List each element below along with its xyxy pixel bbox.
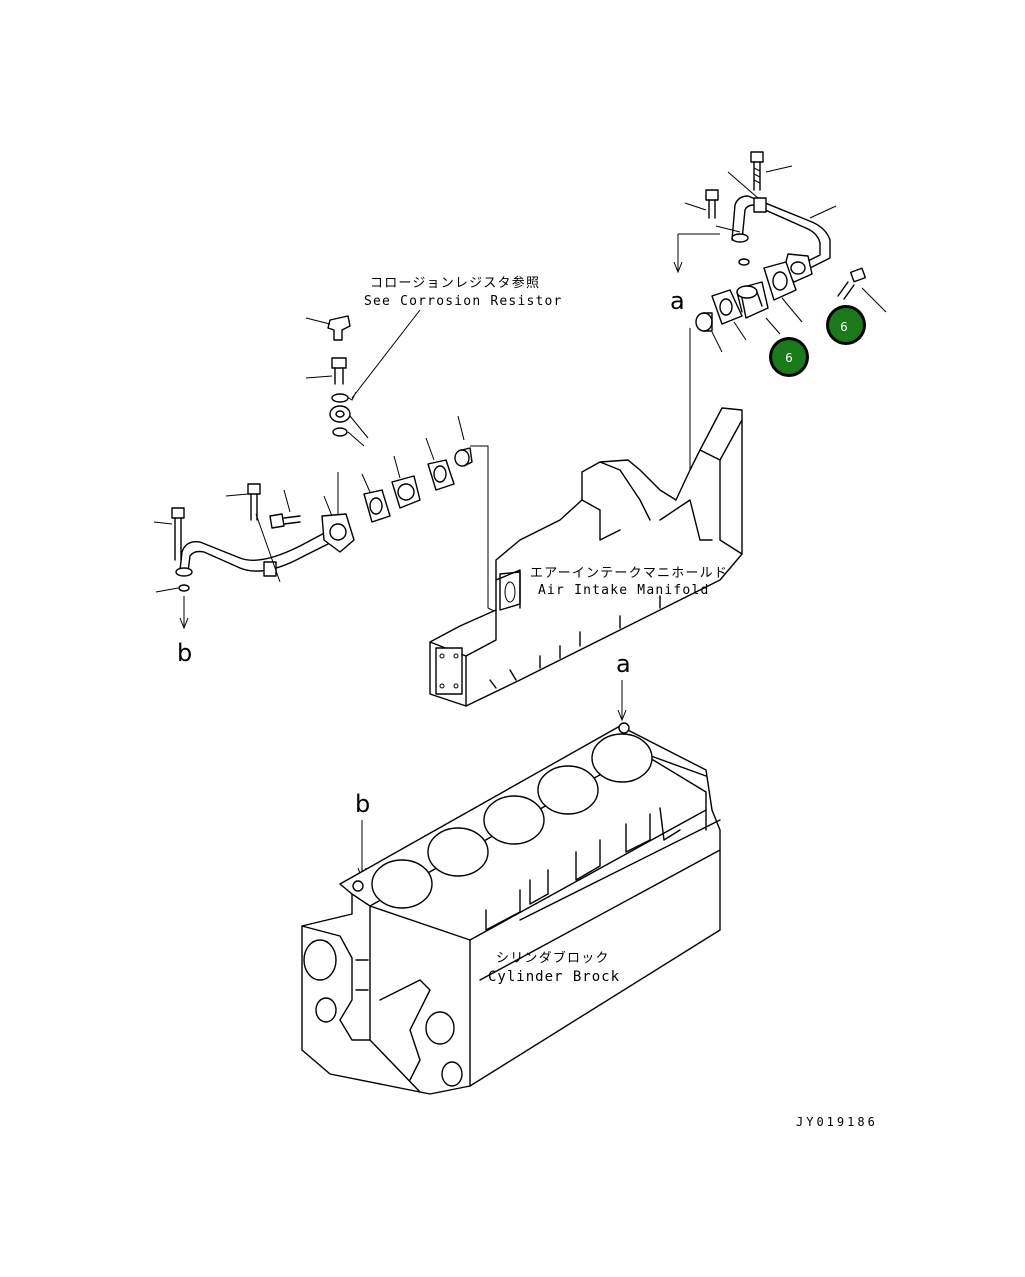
valve-stack xyxy=(305,315,369,447)
upper-pipe xyxy=(715,171,837,269)
callout-badge-6-right[interactable]: 6 xyxy=(826,305,866,345)
arrow-a-upper xyxy=(673,234,683,274)
lower-pipe-assembly: b xyxy=(153,472,355,667)
o-ring-small xyxy=(738,258,750,266)
plug xyxy=(695,312,723,353)
bolt-right xyxy=(837,267,887,313)
corrosion-leader xyxy=(345,309,421,401)
manifold-gaskets xyxy=(361,415,497,613)
drawing-code: JY019186 xyxy=(796,1115,878,1129)
ref-b-lower: b xyxy=(177,639,192,667)
arrow-a-block xyxy=(617,680,627,722)
elbow-fitting xyxy=(736,281,781,335)
corrosion-label-en: See Corrosion Resistor xyxy=(364,294,563,309)
bolt-left xyxy=(684,189,719,219)
manifold-label-jp: エアーインテークマニホールド xyxy=(530,566,728,581)
air-intake-manifold xyxy=(429,407,743,707)
badge-number: 6 xyxy=(785,351,793,365)
badge-number: 6 xyxy=(840,320,848,334)
cylinder-block xyxy=(301,722,721,1095)
corrosion-label-jp: コロージョンレジスタ参照 xyxy=(370,275,540,291)
ref-a-upper: a xyxy=(670,287,685,315)
ref-a-block: a xyxy=(616,650,631,678)
gasket-lower xyxy=(711,289,747,341)
ref-b-block: b xyxy=(355,790,370,818)
block-label-jp: シリンダブロック xyxy=(496,950,610,966)
bolt-top xyxy=(750,151,793,191)
arrow-b-lower xyxy=(179,596,189,630)
block-label-en: Cylinder Brock xyxy=(488,969,620,985)
bolt-b1 xyxy=(153,507,185,561)
bolt-b2 xyxy=(225,483,261,521)
gasket-upper xyxy=(763,261,803,323)
bolt-b3 xyxy=(269,489,301,529)
callout-badge-6-left[interactable]: 6 xyxy=(769,337,809,377)
manifold-label-en: Air Intake Manifold xyxy=(538,583,710,598)
